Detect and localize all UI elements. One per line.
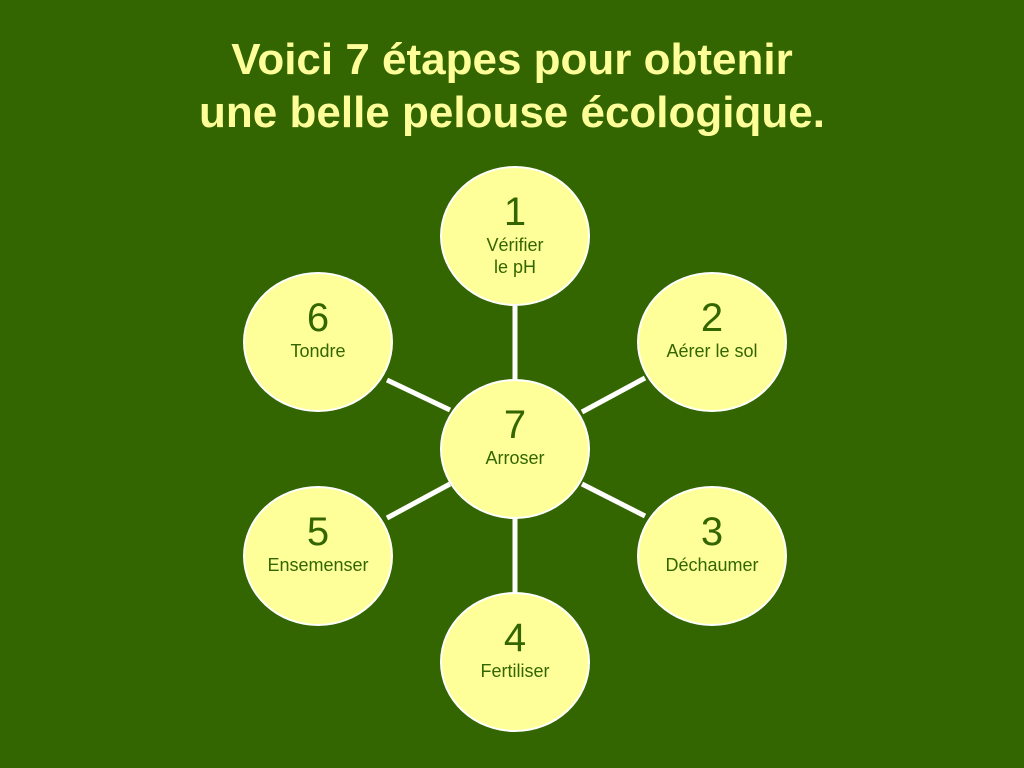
connector-2-7: [580, 375, 647, 415]
connector-3-7: [580, 481, 647, 519]
connector-6-7: [385, 377, 452, 413]
step-label: Déchaumer: [665, 555, 759, 575]
step-number: 1: [503, 190, 527, 234]
step-number: 3: [700, 510, 724, 554]
step-number: 6: [306, 296, 330, 340]
step-node-3: 3 Déchaumer: [637, 486, 787, 626]
step-label: Ensemenser: [267, 555, 369, 575]
title-line-1: Voici 7 étapes pour obtenir: [231, 35, 793, 84]
step-node-5: 5 Ensemenser: [243, 486, 393, 626]
step-node-4: 4 Fertiliser: [440, 592, 590, 732]
step-label: Arroser: [485, 448, 545, 468]
step-number: 2: [700, 296, 724, 340]
step-label: Tondre: [290, 341, 346, 361]
step-label: Vérifier le pH: [486, 235, 544, 277]
step-node-2: 2 Aérer le sol: [637, 272, 787, 412]
step-label: Fertiliser: [480, 661, 550, 681]
step-number: 7: [503, 403, 527, 447]
step-number: 5: [306, 510, 330, 554]
connector-5-7: [385, 481, 452, 521]
step-number: 4: [503, 616, 527, 660]
title-line-2: une belle pelouse écologique.: [199, 88, 825, 137]
step-label: Aérer le sol: [666, 341, 758, 361]
slide-title: Voici 7 étapes pour obtenir une belle pe…: [0, 33, 1024, 139]
step-node-7-center: 7 Arroser: [440, 379, 590, 519]
step-node-6: 6 Tondre: [243, 272, 393, 412]
step-node-1: 1 Vérifier le pH: [440, 166, 590, 306]
